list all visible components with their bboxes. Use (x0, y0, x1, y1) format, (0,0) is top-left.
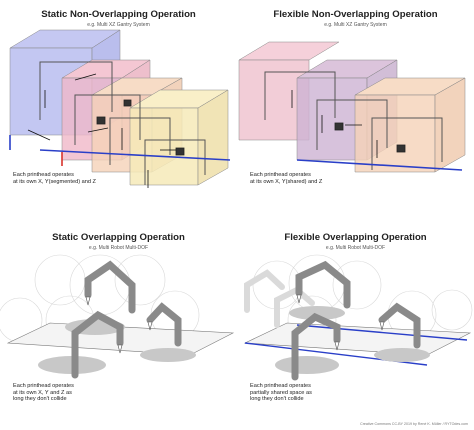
panel-subtitle: e.g. Multi XZ Gantry System (324, 22, 387, 28)
panel-title: Static Non-Overlapping Operation (41, 9, 196, 20)
panel-subtitle: e.g. Multi Robot Multi-DOF (88, 245, 149, 251)
panel-title: Flexible Non-Overlapping Operation (273, 9, 438, 20)
robot-arms (291, 260, 421, 381)
gantry-frames (39, 61, 206, 185)
axis-arrows (291, 90, 378, 158)
rail-blue-back (296, 324, 468, 341)
panel-subtitle: e.g. Multi Robot Multi-DOF (325, 245, 386, 251)
panel-title: Static Overlapping Operation (52, 232, 185, 243)
printheads (96, 99, 185, 156)
credit-line: Creative Commons CC-BY 2019 by René K. M… (360, 422, 468, 426)
gantry-frames (264, 71, 443, 170)
gantry-diagram-flexible (238, 41, 466, 173)
robot-shadows (275, 306, 430, 374)
build-plate (243, 322, 472, 356)
gantry-diagram-static (9, 29, 231, 188)
panel-flexible-non-overlapping: Flexible Non-Overlapping Operation e.g. … (237, 0, 474, 215)
nozzles (296, 294, 385, 351)
panel-description: Each printhead operates at its own X, Y(… (13, 172, 96, 185)
printheads (334, 122, 406, 153)
panel-static-non-overlapping: Static Non-Overlapping Operation e.g. Mu… (0, 0, 237, 215)
axis-arrows (27, 73, 176, 188)
ghost-robots (244, 269, 315, 328)
panel-flexible-overlapping: Flexible Overlapping Operation e.g. Mult… (237, 215, 474, 430)
zone-pink-back (238, 41, 340, 141)
panel-static-overlapping: Static Overlapping Operation e.g. Multi … (0, 215, 237, 430)
panel-title: Flexible Overlapping Operation (284, 232, 427, 243)
panel-description: Each printhead operates at its own X, Y … (13, 383, 74, 403)
rail-blue (39, 149, 231, 161)
panel-subtitle: e.g. Multi XZ Gantry System (87, 22, 150, 28)
robot-diagram-static (0, 254, 235, 379)
nozzles (85, 296, 153, 354)
robot-diagram-flexible (243, 254, 473, 381)
zone-peach (354, 77, 466, 173)
panel-description: Each printhead operates partially shared… (250, 383, 312, 403)
rail-blue (296, 159, 463, 171)
robot-arms (71, 260, 182, 379)
panel-description: Each printhead operates at its own X, Y(… (250, 172, 323, 185)
